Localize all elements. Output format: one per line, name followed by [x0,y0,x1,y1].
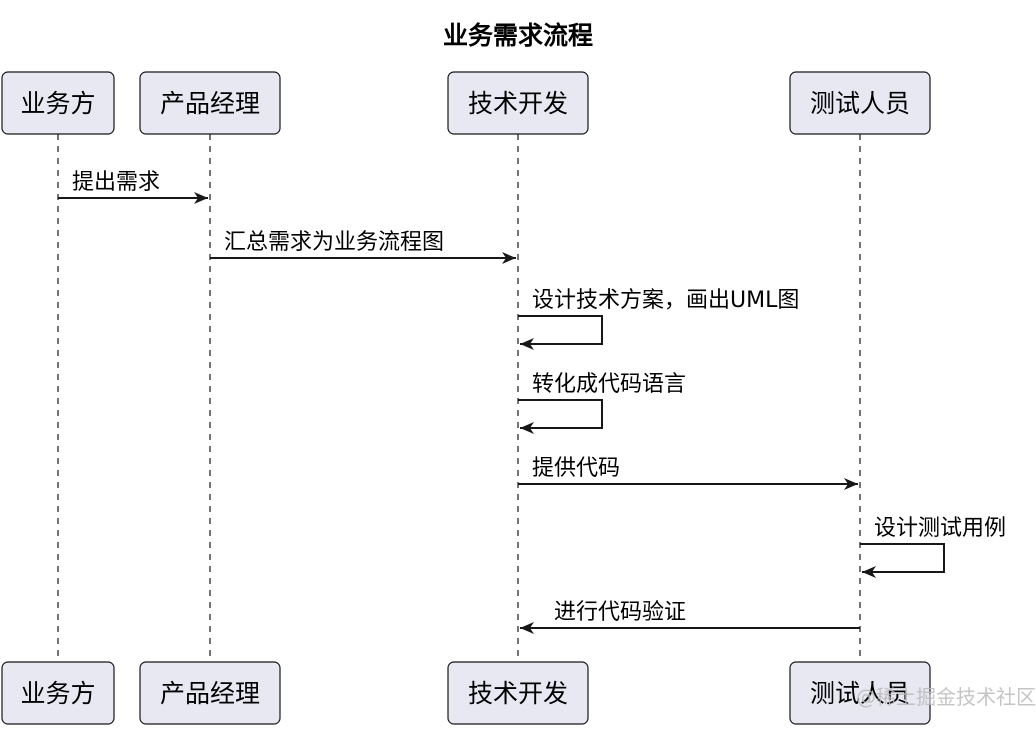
watermark: @稀土掘金技术社区 [856,685,1036,709]
self-message-arrow [518,315,603,350]
participant-label: 产品经理 [160,89,260,118]
participant-box-pm-top: 产品经理 [139,71,281,135]
message-label: 设计技术方案，画出UML图 [532,288,799,313]
participant-label: 测试人员 [810,89,910,118]
message-7: 进行代码验证 [520,600,860,634]
message-6: 设计测试用例 [860,516,1006,578]
participant-box-qa-top: 测试人员 [789,71,931,135]
message-label: 进行代码验证 [554,600,686,625]
participant-box-biz-top: 业务方 [1,71,115,135]
self-message-arrow [518,399,603,434]
diagram-title: 业务需求流程 [443,21,593,50]
participant-rect [1,71,115,135]
participant-rect [1,661,115,725]
participant-label: 业务方 [20,89,95,118]
message-label: 设计测试用例 [874,516,1006,541]
participant-box-dev-bottom: 技术开发 [447,661,589,725]
participant-box-biz-bottom: 业务方 [1,661,115,725]
participant-box-pm-bottom: 产品经理 [139,661,281,725]
message-1: 提出需求 [58,170,208,204]
participant-rect [789,661,931,725]
participant-label: 技术开发 [468,679,568,708]
participant-label: 业务方 [20,679,95,708]
participant-rect [789,71,931,135]
participant-box-dev-top: 技术开发 [447,71,589,135]
participant-rect [139,71,281,135]
message-3: 设计技术方案，画出UML图 [518,288,799,350]
message-2: 汇总需求为业务流程图 [210,230,516,264]
message-label: 汇总需求为业务流程图 [224,230,444,255]
message-label: 提供代码 [532,456,620,481]
participant-rect [139,661,281,725]
self-message-arrow [860,543,945,578]
participant-box-qa-bottom: 测试人员 [789,661,931,725]
participant-rect [447,661,589,725]
messages: 提出需求汇总需求为业务流程图设计技术方案，画出UML图转化成代码语言提供代码设计… [58,170,1006,634]
participant-label: 技术开发 [468,89,568,118]
message-label: 提出需求 [72,170,160,195]
message-label: 转化成代码语言 [532,372,686,397]
participant-label: 测试人员 [810,679,910,708]
lifelines [57,134,861,662]
message-4: 转化成代码语言 [518,372,686,434]
participant-rect [447,71,589,135]
participant-label: 产品经理 [160,679,260,708]
message-5: 提供代码 [518,456,858,490]
